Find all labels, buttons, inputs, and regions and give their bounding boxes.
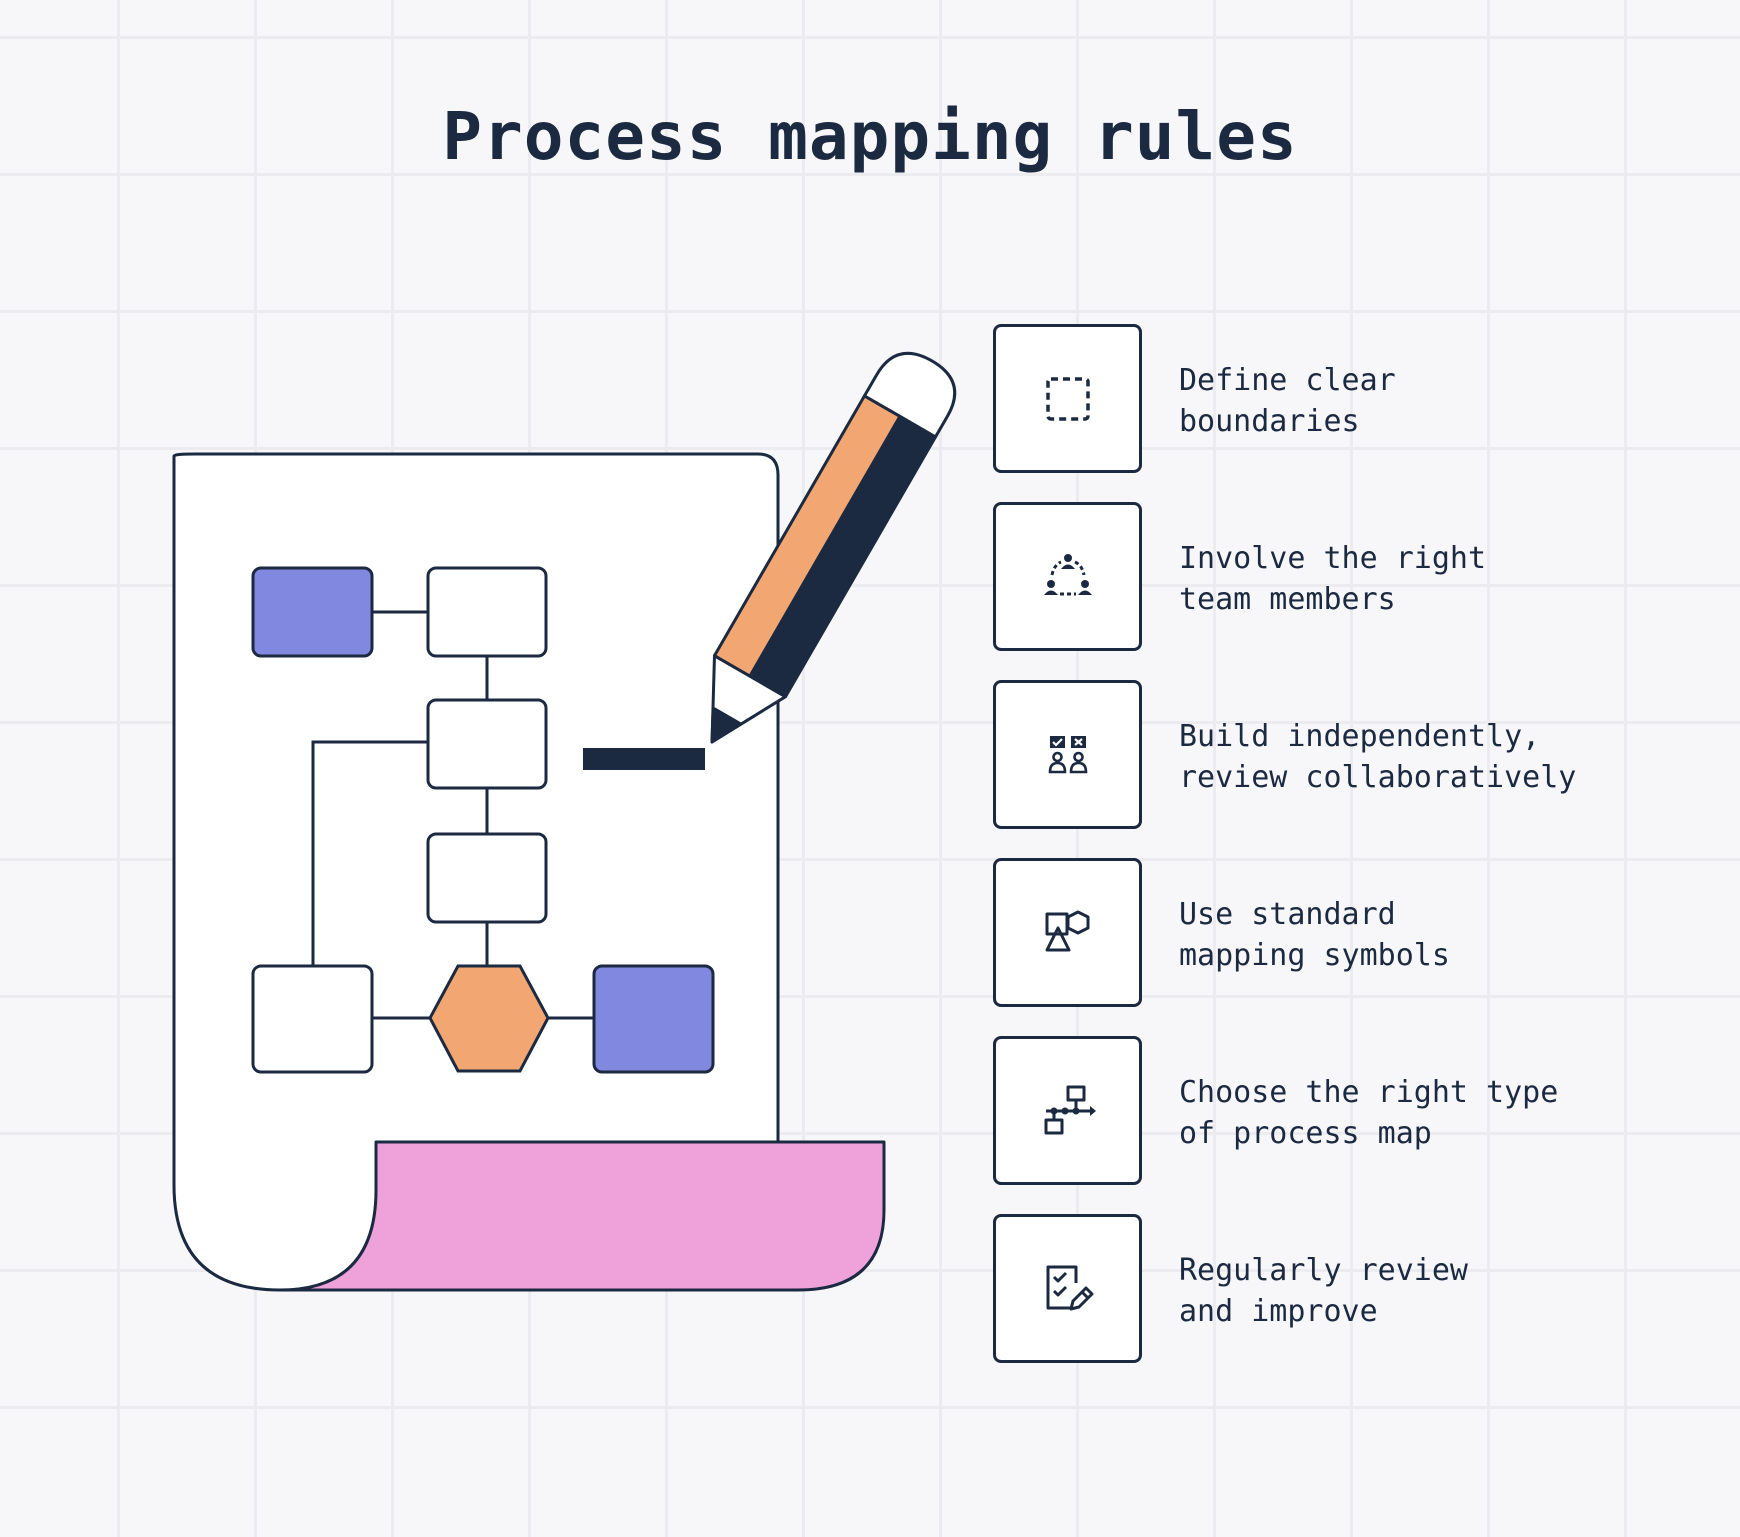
- rule-label-line: of process map: [1179, 1116, 1432, 1151]
- flow-node: [251, 964, 374, 1074]
- flow-node-end: [592, 964, 715, 1074]
- pencil-stroke: [583, 748, 705, 770]
- rule-label-line: and improve: [1179, 1294, 1378, 1329]
- rule-item: Build independently, review collaborativ…: [993, 680, 1693, 832]
- flow-node-start: [251, 566, 374, 658]
- page-title: Process mapping rules: [442, 98, 1298, 175]
- review-people-icon: [1048, 735, 1087, 773]
- rule-item: Regularly review and improve: [993, 1214, 1693, 1366]
- rule-label-line: Regularly review: [1179, 1253, 1468, 1288]
- rule-label-line: Involve the right: [1179, 541, 1487, 576]
- checklist-pencil-icon: [1046, 1265, 1093, 1310]
- rule-label: Choose the right type of process map: [1179, 1072, 1679, 1154]
- rule-label-line: review collaboratively: [1179, 760, 1577, 795]
- rules-list: Define clear boundaries Involve the righ…: [993, 324, 1693, 1392]
- shapes-icon: [1045, 910, 1089, 951]
- rule-label-line: boundaries: [1179, 404, 1360, 439]
- rule-icon-box: [993, 858, 1142, 1007]
- flow-node: [426, 566, 548, 658]
- rule-label: Define clear boundaries: [1179, 360, 1679, 442]
- rule-label-line: Use standard: [1179, 897, 1396, 932]
- rule-label: Involve the right team members: [1179, 538, 1679, 620]
- rule-icon-box: [993, 680, 1142, 829]
- rule-label-line: mapping symbols: [1179, 938, 1450, 973]
- rule-label-line: Define clear: [1179, 363, 1396, 398]
- team-circle-icon: [1043, 553, 1092, 595]
- rule-icon-box: [993, 1036, 1142, 1185]
- rule-label-line: team members: [1179, 582, 1396, 617]
- rule-item: Choose the right type of process map: [993, 1036, 1693, 1188]
- flow-decision-hexagon: [428, 964, 550, 1073]
- rule-icon-box: [993, 1214, 1142, 1363]
- dashed-square-icon: [1045, 376, 1090, 421]
- rule-label: Use standard mapping symbols: [1179, 894, 1679, 976]
- rule-item: Define clear boundaries: [993, 324, 1693, 476]
- rule-icon-box: [993, 502, 1142, 651]
- pencil-icon: [710, 351, 957, 744]
- rule-label-line: Choose the right type: [1179, 1075, 1559, 1110]
- paper-curl: [278, 1140, 886, 1292]
- rule-label: Build independently, review collaborativ…: [1179, 716, 1679, 798]
- rule-item: Involve the right team members: [993, 502, 1693, 654]
- flow-node: [426, 698, 548, 790]
- rule-label: Regularly review and improve: [1179, 1250, 1679, 1332]
- flow-node: [426, 832, 548, 924]
- rule-item: Use standard mapping symbols: [993, 858, 1693, 1010]
- connector: [311, 740, 428, 966]
- rule-label-line: Build independently,: [1179, 719, 1541, 754]
- rule-icon-box: [993, 324, 1142, 473]
- flow-map-icon: [1044, 1085, 1096, 1134]
